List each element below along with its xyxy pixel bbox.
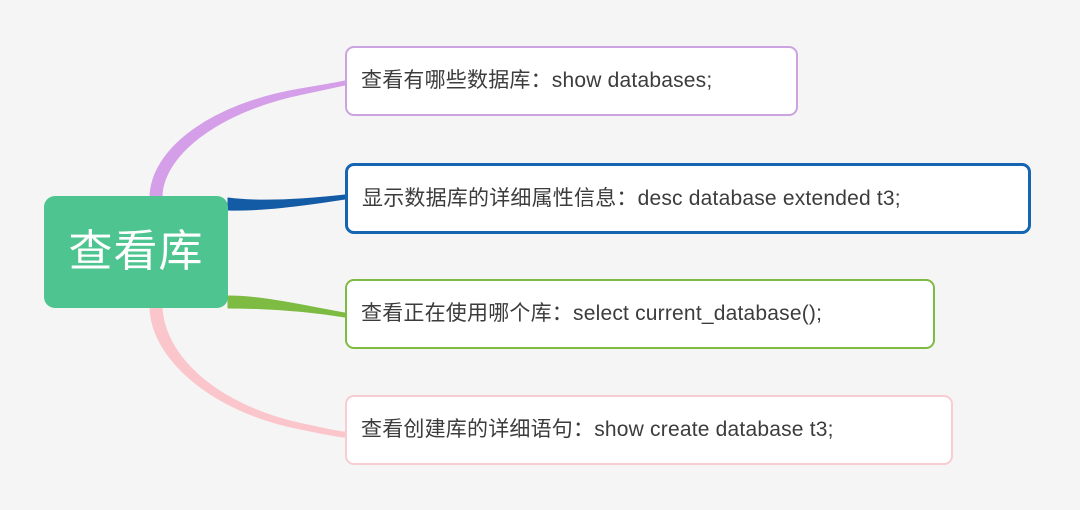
branch-node-2-label: 显示数据库的详细属性信息：desc database extended t3;	[362, 186, 901, 210]
branch-node-2[interactable]: 显示数据库的详细属性信息：desc database extended t3;	[345, 163, 1031, 234]
center-node-label: 查看库	[68, 227, 204, 276]
branch-node-4-label: 查看创建库的详细语句：show create database t3;	[361, 418, 834, 441]
branch-node-1-label: 查看有哪些数据库：show databases;	[361, 69, 713, 92]
branch-node-1[interactable]: 查看有哪些数据库：show databases;	[345, 46, 798, 116]
branch-node-4[interactable]: 查看创建库的详细语句：show create database t3;	[345, 395, 953, 465]
connector-branch-3	[227, 295, 346, 318]
connector-branch-2	[227, 194, 346, 211]
branch-node-3[interactable]: 查看正在使用哪个库：select current_database();	[345, 279, 935, 349]
center-node[interactable]: 查看库	[44, 196, 228, 308]
connector-branch-4	[149, 303, 346, 438]
branch-node-3-label: 查看正在使用哪个库：select current_database();	[361, 302, 823, 325]
connector-branch-1	[149, 80, 346, 201]
